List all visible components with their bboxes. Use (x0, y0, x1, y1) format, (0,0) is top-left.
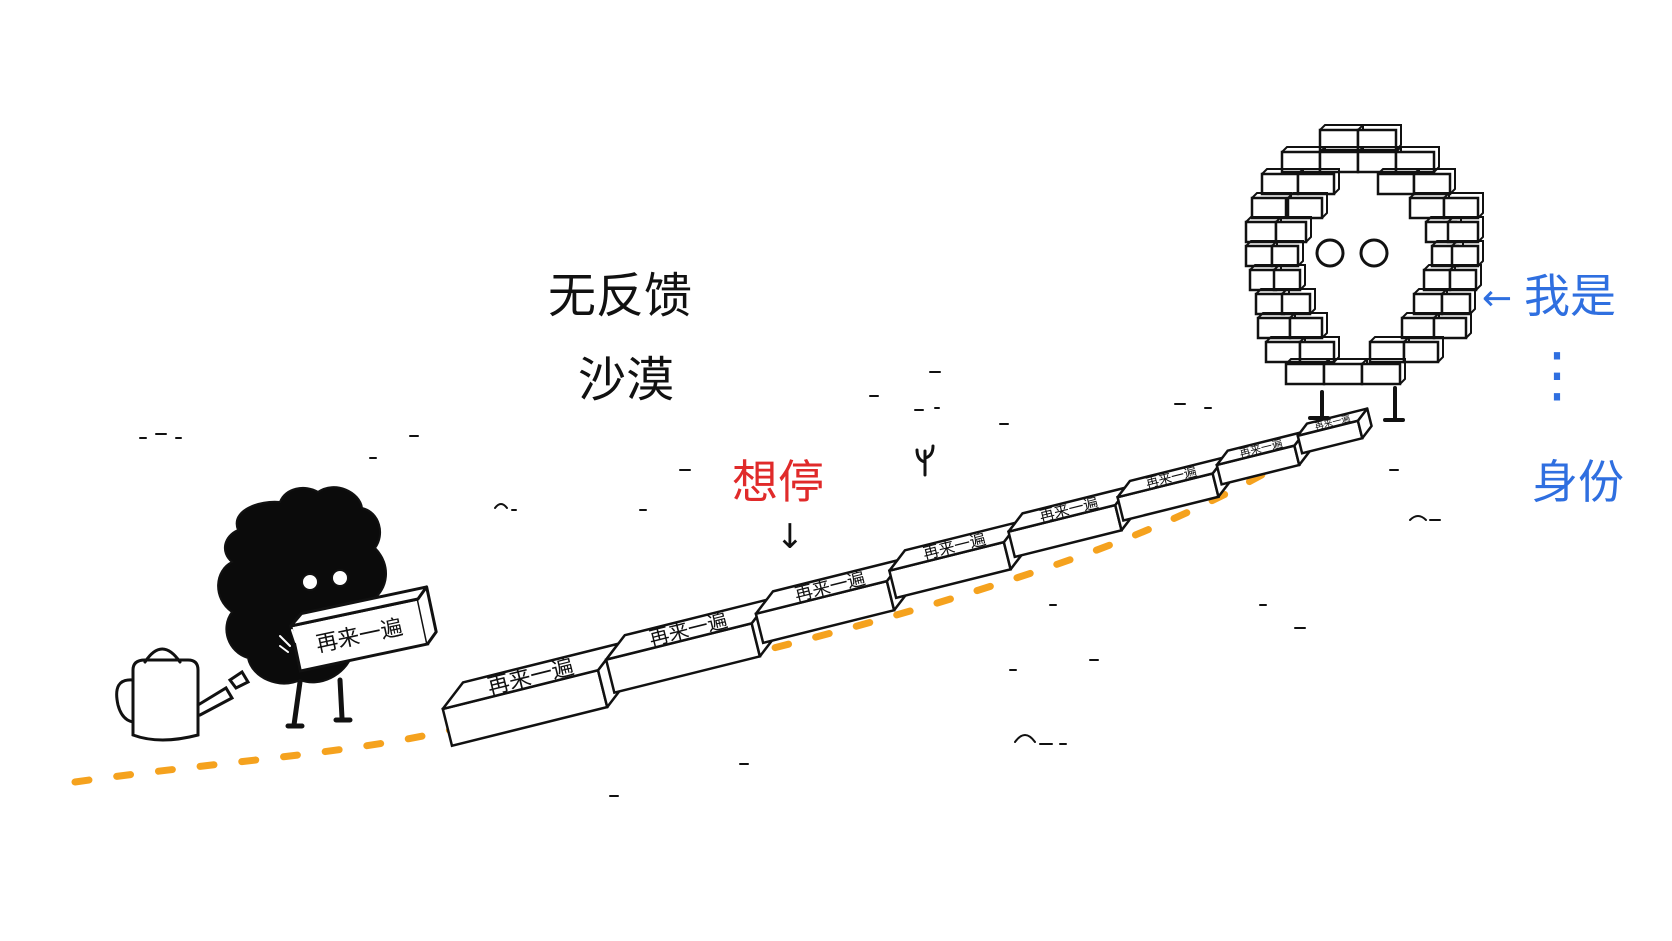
path-brick: 再来一遍 (604, 597, 780, 695)
dashed-path (71, 418, 1354, 786)
tower-brick (1412, 292, 1444, 316)
tower-brick (1286, 196, 1324, 220)
tower-brick-depth (1413, 168, 1456, 195)
tower-brick-depth (1271, 240, 1304, 267)
caption-line-1: 无反馈 (548, 268, 692, 324)
stop-label: 想停 (732, 455, 824, 509)
blob-character: 再来一遍 (217, 486, 438, 729)
tower-eye-left (1315, 238, 1345, 268)
tower-brick-depth (1449, 264, 1482, 291)
tower-brick (1408, 196, 1446, 220)
tower-brick (1256, 316, 1292, 340)
tower-brick (1272, 268, 1302, 292)
tower-brick-depth (1275, 216, 1312, 243)
tower-legs (1308, 386, 1405, 422)
tower-brick (1254, 292, 1286, 316)
path-brick: 再来一遍 (441, 642, 629, 748)
tower-brick (1322, 362, 1364, 386)
tower-brick (1260, 172, 1300, 196)
tower-brick (1288, 316, 1324, 340)
held-brick: 再来一遍 (289, 585, 438, 673)
tower-brick-depth (1297, 168, 1340, 195)
watering-can-icon (115, 647, 251, 742)
tower-brick (1248, 268, 1278, 292)
blob-eye-right (331, 569, 349, 587)
tower-brick (1432, 316, 1468, 340)
identity-bottom-label: 身份 (1532, 455, 1624, 509)
tower-brick (1422, 268, 1452, 292)
tower-brick-depth (1447, 216, 1484, 243)
identity-dots: ⋮ (1527, 340, 1587, 410)
tower-brick-depth (1403, 336, 1444, 363)
tower-brick (1280, 292, 1312, 316)
tower-brick-depth (1433, 312, 1472, 339)
ground-specks (139, 371, 1441, 797)
tower-brick (1440, 292, 1472, 316)
identity-top-label: 我是 (1524, 269, 1616, 323)
tower-brick (1412, 172, 1452, 196)
tower-brick (1448, 268, 1478, 292)
tower-brick-depth (1273, 264, 1306, 291)
path-brick: 再来一遍 (1296, 407, 1373, 455)
tower-brick-depth (1287, 192, 1328, 219)
tower-brick (1270, 244, 1300, 268)
tower-brick (1376, 172, 1416, 196)
tower-brick-depth (1451, 240, 1484, 267)
tower-brick (1360, 362, 1402, 386)
blob-eye-left (301, 573, 319, 591)
tower-brick-depth (1443, 192, 1484, 219)
tower-brick (1298, 340, 1336, 364)
tower-brick (1244, 220, 1278, 244)
tower-brick-depth (1361, 358, 1406, 385)
tower-brick-depth (1289, 312, 1328, 339)
tower-brick (1356, 128, 1398, 152)
tower-brick (1250, 196, 1288, 220)
tower-brick (1446, 220, 1480, 244)
tower-brick (1296, 172, 1336, 196)
stop-arrow: ↓ (776, 517, 805, 557)
tower-brick (1442, 196, 1480, 220)
tower-brick (1400, 316, 1436, 340)
tower-brick (1450, 244, 1480, 268)
identity-arrow: ← (1482, 278, 1512, 319)
caption-line-2: 沙漠 (578, 352, 674, 408)
tower-brick (1274, 220, 1308, 244)
tower-eye-right (1359, 238, 1389, 268)
brick-tower (1244, 124, 1484, 386)
tower-brick-depth (1281, 288, 1316, 315)
tower-brick (1284, 362, 1326, 386)
tower-brick (1402, 340, 1440, 364)
tower-brick (1244, 244, 1274, 268)
cactus-sprout (915, 444, 935, 477)
tower-brick-depth (1441, 288, 1476, 315)
